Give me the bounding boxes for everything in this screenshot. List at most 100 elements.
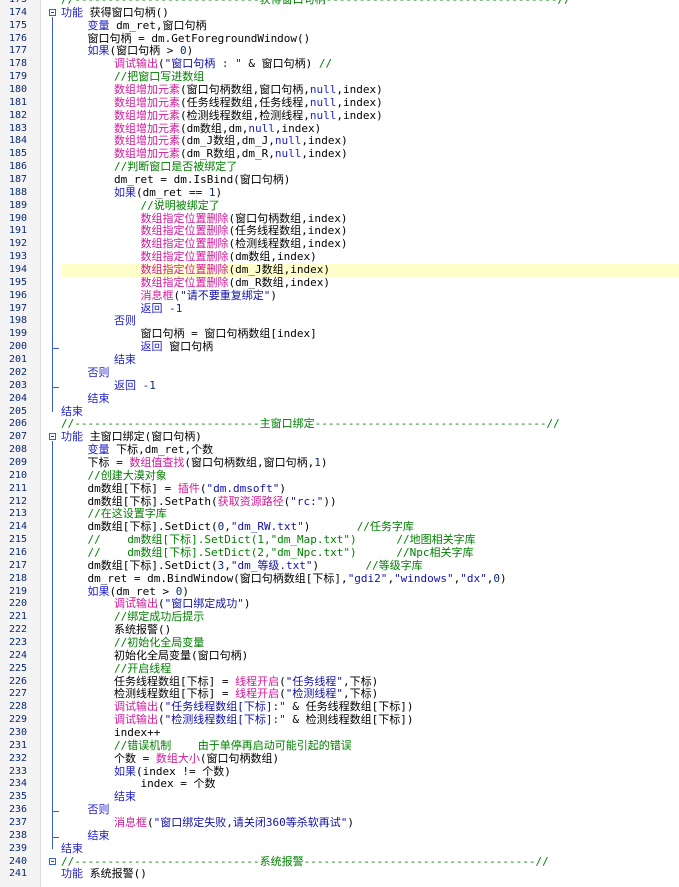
code-token: ( (146, 816, 154, 829)
code-line[interactable]: 236 否则 (0, 803, 679, 817)
code-line[interactable]: 233 如果(index != 个数) (0, 765, 679, 779)
code-line[interactable]: 188 如果(dm_ret == 1) (0, 186, 679, 200)
code-line[interactable]: 203 返回 -1 (0, 379, 679, 393)
code-line[interactable]: 177 如果(窗口句柄 > 0) (0, 45, 679, 58)
code-line[interactable]: 227 检测线程数组[下标] = 线程开启("检测线程",下标) (0, 687, 679, 701)
code-line[interactable]: 230 index++ (0, 726, 679, 740)
code-token (61, 700, 114, 713)
code-token: dm_ret = dm.IsBind(窗口句柄) (61, 173, 291, 187)
code-line[interactable]: 202 否则 (0, 366, 679, 380)
code-line[interactable]: 178 调试输出("窗口句柄 : " & 窗口句柄) // (0, 57, 679, 71)
code-line[interactable]: 185 数组增加元素(dm_R数组,dm_R,null,index) (0, 147, 679, 161)
code-line[interactable]: 231 //错误机制 由于单停再启动可能引起的错误 (0, 739, 679, 753)
code-line[interactable]: 198 否则 (0, 315, 679, 328)
line-number: 201 (8, 354, 27, 366)
line-number: 186 (8, 161, 27, 173)
code-line[interactable]: 212 dm数组[下标].SetPath(获取资源路径("rc:")) (0, 495, 679, 509)
code-line[interactable]: 201 结束 (0, 353, 679, 367)
code-line[interactable]: 196 消息框("请不要重复绑定") (0, 289, 679, 303)
code-line[interactable]: 224 初始化全局变量(窗口句柄) (0, 649, 679, 663)
code-line[interactable]: 173//----------------------------获得窗口句柄-… (0, 0, 679, 7)
line-number: 175 (8, 19, 27, 31)
code-line[interactable]: 222 系统报警() (0, 623, 679, 637)
code-line[interactable]: 228 调试输出("任务线程数组[下标]:" & 任务线程数组[下标]) (0, 700, 679, 714)
code-token: , (453, 571, 461, 585)
code-token: ,index) (301, 134, 348, 148)
code-line[interactable]: 208 变量 下标,dm_ret,个数 (0, 443, 679, 457)
code-text: 数组指定位置删除(检测线程数组,index) (61, 237, 679, 251)
code-line[interactable]: 213 //在这设置字库 (0, 507, 679, 521)
code-text: 否则 (61, 366, 679, 380)
code-line[interactable]: 200 返回 窗口句柄 (0, 340, 679, 354)
code-line[interactable]: 214 dm数组[下标].SetDict(0,"dm_RW.txt") //任务… (0, 520, 679, 534)
code-line[interactable]: 238 结束 (0, 829, 679, 843)
code-line[interactable]: 189 //说明被绑定了 (0, 199, 679, 213)
code-line[interactable]: 194 数组指定位置删除(dm_J数组,index) (0, 263, 679, 277)
keyword-token: 结束 (87, 391, 110, 405)
code-line[interactable]: 206//----------------------------主窗口绑定--… (0, 417, 679, 431)
code-line[interactable]: 191 数组指定位置删除(任务线程数组,index) (0, 225, 679, 238)
code-line[interactable]: 215 // dm数组[下标].SetDict(1,"dm_Map.txt") … (0, 533, 679, 547)
fold-collapse-icon[interactable] (49, 433, 56, 441)
code-line[interactable]: 176 窗口句柄 = dm.GetForegroundWindow() (0, 32, 679, 46)
fold-collapse-icon[interactable] (49, 8, 56, 16)
code-text: 否则 (61, 803, 679, 817)
function-token: 调试输出 (113, 57, 158, 71)
code-line[interactable]: 199 窗口句柄 = 窗口句柄数组[index] (0, 327, 679, 341)
code-line[interactable]: 220 调试输出("窗口绑定成功") (0, 597, 679, 611)
function-token: 数组指定位置删除 (140, 250, 229, 264)
code-line[interactable]: 192 数组指定位置删除(检测线程数组,index) (0, 237, 679, 251)
code-line[interactable]: 193 数组指定位置删除(dm数组,index) (0, 250, 679, 264)
code-line[interactable]: 223 //初始化全局变量 (0, 636, 679, 650)
line-number: 233 (8, 765, 27, 777)
fold-collapse-icon[interactable] (49, 857, 56, 865)
keyword-token: null (274, 134, 302, 148)
fold-end-marker (52, 342, 59, 350)
code-line[interactable]: 195 数组指定位置删除(dm_R数组,index) (0, 276, 679, 290)
code-line[interactable]: 197 返回 -1 (0, 302, 679, 316)
code-line[interactable]: 210 //创建大漠对象 (0, 469, 679, 483)
code-line[interactable]: 183 数组增加元素(dm数组,dm,null,index) (0, 122, 679, 136)
code-line[interactable]: 234 index = 个数 (0, 777, 679, 791)
code-line[interactable]: 218 dm_ret = dm.BindWindow(窗口句柄数组[下标],"g… (0, 571, 679, 586)
code-line[interactable]: 211 dm数组[下标] = 插件("dm.dmsoft") (0, 481, 679, 496)
code-line[interactable]: 229 调试输出("检测线程数组[下标]:" & 检测线程数组[下标]) (0, 713, 679, 727)
code-line[interactable]: 175 变量 dm_ret,窗口句柄 (0, 18, 679, 33)
code-line[interactable]: 180 数组增加元素(窗口句柄数组,窗口句柄,null,index) (0, 83, 679, 97)
code-line[interactable]: 219 如果(dm_ret > 0) (0, 585, 679, 599)
code-line[interactable]: 232 个数 = 数组大小(窗口句柄数组) (0, 752, 679, 766)
code-line[interactable]: 181 数组增加元素(任务线程数组,任务线程,null,index) (0, 95, 679, 110)
code-token (61, 829, 88, 842)
line-number: 238 (8, 829, 27, 841)
code-line[interactable]: 179 //把窗口写进数组 (0, 70, 679, 84)
code-line[interactable]: 216 // dm数组[下标].SetDict(2,"dm_Npc.txt") … (0, 546, 679, 560)
code-line[interactable]: 190 数组指定位置删除(窗口句柄数组,index) (0, 212, 679, 226)
code-line[interactable]: 226 任务线程数组[下标] = 线程开启("任务线程",下标) (0, 675, 679, 689)
code-line[interactable]: 225 //开启线程 (0, 662, 679, 676)
code-line[interactable]: 240//----------------------------系统报警---… (0, 855, 679, 869)
code-line[interactable]: 204 结束 (0, 391, 679, 406)
code-line[interactable]: 217 dm数组[下标].SetDict(3,"dm_等级.txt") //等级… (0, 559, 679, 573)
code-line[interactable]: 237 消息框("窗口绑定失败,请关闭360等杀软再试") (0, 816, 679, 830)
code-line[interactable]: 182 数组增加元素(检测线程数组,检测线程,null,index) (0, 109, 679, 123)
code-line[interactable]: 186 //判断窗口是否被绑定了 (0, 160, 679, 174)
code-line[interactable]: 187 dm_ret = dm.IsBind(窗口句柄) (0, 173, 679, 187)
code-line[interactable]: 221 //绑定成功后提示 (0, 610, 679, 624)
code-token (61, 379, 114, 392)
code-line[interactable]: 235 结束 (0, 790, 679, 804)
code-token: dm数组[下标] = (61, 481, 178, 495)
line-number: 211 (8, 482, 27, 494)
code-line[interactable]: 184 数组增加元素(dm_J数组,dm_J,null,index) (0, 135, 679, 148)
code-line[interactable]: 209 下标 = 数组值查找(窗口句柄数组,窗口句柄,1) (0, 456, 679, 470)
code-text: 返回 -1 (61, 379, 679, 393)
code-token: ,index) (336, 95, 383, 109)
keyword-token: 变量 (87, 18, 110, 32)
code-token (61, 507, 88, 520)
